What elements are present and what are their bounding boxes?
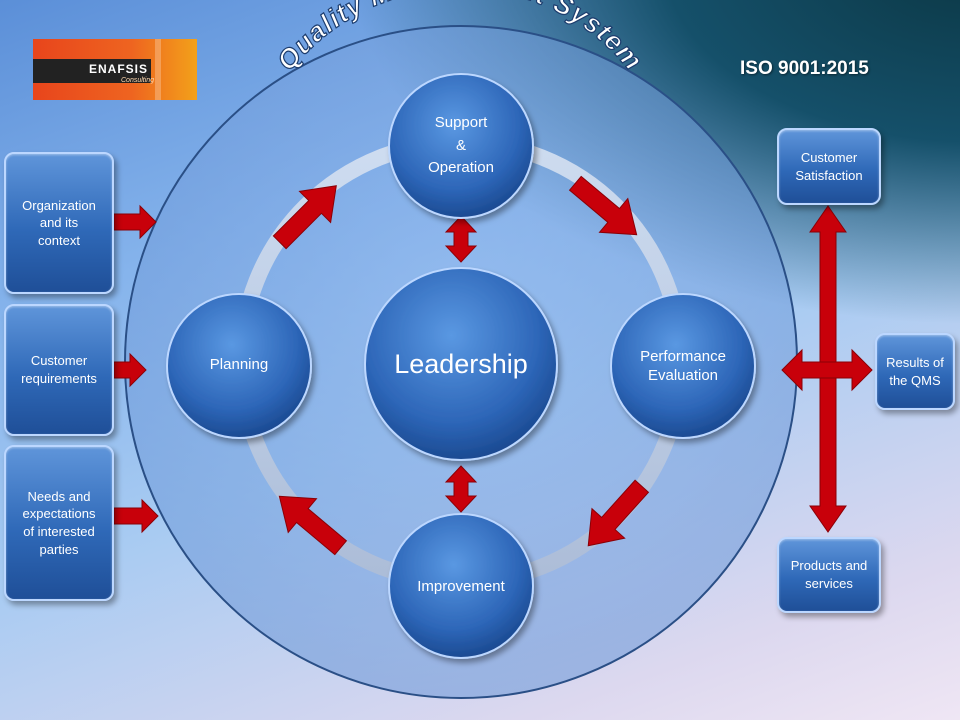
enafsis-logo: ENAFSIS Consulting [33, 39, 197, 100]
output-arrows [781, 205, 873, 533]
output-qms-results: Results of the QMS [875, 333, 955, 410]
cycle-arrows [272, 175, 650, 556]
leadership-arrows [444, 215, 478, 513]
logo-band [33, 59, 151, 83]
logo-sub: Consulting [121, 77, 155, 84]
improvement-label: Improvement [417, 577, 505, 595]
output-products-services: Products and services [777, 537, 881, 613]
planning-node [166, 293, 312, 439]
input-organization-context: Organization and its context [4, 152, 114, 294]
support-operation-label: Support & Operation [428, 114, 494, 177]
input-arrows [113, 204, 159, 534]
performance-label: Performance Evaluation [640, 347, 726, 385]
support-operation-node [388, 73, 534, 219]
leadership-label: Leadership [394, 348, 528, 379]
improvement-node [388, 513, 534, 659]
logo-stripe [155, 39, 161, 100]
leadership-node [364, 267, 558, 461]
logo-name: ENAFSIS [89, 62, 149, 76]
output-customer-satisfaction: Customer Satisfaction [777, 128, 881, 205]
iso-standard: ISO 9001:2015 [740, 58, 869, 79]
input-interested-parties: Needs and expectations of interested par… [4, 445, 114, 601]
performance-node [610, 293, 756, 439]
input-customer-requirements: Customer requirements [4, 304, 114, 436]
planning-label: Planning [209, 355, 269, 373]
